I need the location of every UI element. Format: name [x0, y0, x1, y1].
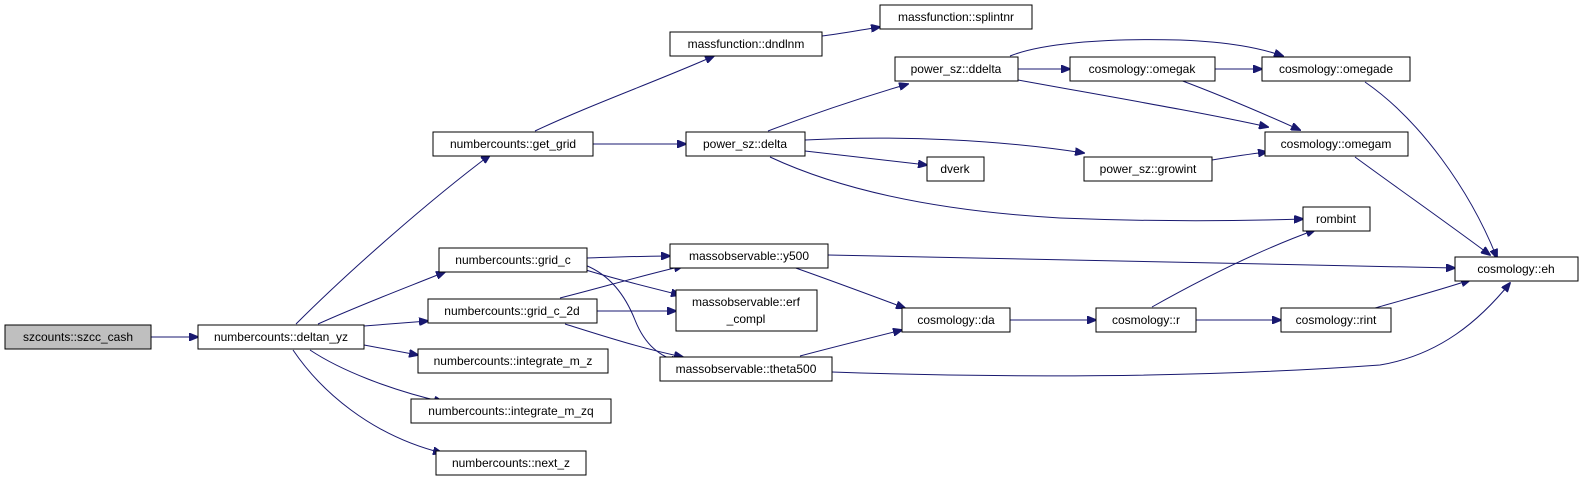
edge-ddelta-omegam — [1017, 79, 1268, 127]
edge-grid_c-y500 — [586, 256, 670, 258]
node-label: rombint — [1316, 212, 1357, 226]
node-label: numbercounts::grid_c — [455, 253, 570, 267]
edge-growint-omegam — [1211, 152, 1267, 161]
node-omegak[interactable]: cosmology::omegak — [1069, 56, 1216, 82]
node-label: cosmology::omegak — [1089, 62, 1197, 76]
edge-y500-da — [789, 265, 905, 308]
node-splintnr[interactable]: massfunction::splintnr — [879, 4, 1033, 30]
node-label: cosmology::omegam — [1281, 137, 1392, 151]
node-szcc_cash[interactable]: szcounts::szcc_cash — [4, 324, 152, 350]
edge-dndlnm-splintnr — [821, 27, 880, 37]
node-dndlnm[interactable]: massfunction::dndlnm — [669, 31, 823, 57]
edge-deltan_yz-grid_c_2d — [363, 321, 428, 327]
edge-theta500-eh — [831, 283, 1510, 377]
node-integrate_m_z[interactable]: numbercounts::integrate_m_z — [417, 348, 609, 374]
node-label: massobservable::theta500 — [676, 362, 817, 376]
node-erf_compl[interactable]: massobservable::erf _compl — [675, 289, 818, 332]
node-r[interactable]: cosmology::r — [1095, 307, 1197, 333]
node-label: massobservable::y500 — [689, 249, 809, 263]
edge-theta500-da — [799, 330, 902, 357]
edge-omegade-eh — [1364, 81, 1497, 258]
node-label-line2: _compl — [726, 312, 766, 326]
node-label: numbercounts::deltan_yz — [214, 330, 348, 344]
node-da[interactable]: cosmology::da — [901, 307, 1011, 333]
node-rint[interactable]: cosmology::rint — [1280, 307, 1392, 333]
node-omegam[interactable]: cosmology::omegam — [1264, 131, 1409, 157]
edge-delta-growint — [804, 137, 1084, 153]
node-label: numbercounts::integrate_m_z — [434, 354, 593, 368]
edges — [151, 27, 1510, 453]
edge-deltan_yz-get_grid — [295, 155, 490, 325]
node-deltan_yz[interactable]: numbercounts::deltan_yz — [197, 324, 365, 350]
node-next_z[interactable]: numbercounts::next_z — [435, 450, 587, 476]
edge-deltan_yz-grid_c — [317, 272, 445, 325]
node-label: cosmology::r — [1112, 313, 1180, 327]
node-growint[interactable]: power_sz::growint — [1083, 156, 1213, 182]
node-ddelta[interactable]: power_sz::ddelta — [894, 56, 1019, 82]
node-get_grid[interactable]: numbercounts::get_grid — [432, 131, 594, 157]
edge-y500-eh — [827, 254, 1455, 268]
edge-deltan_yz-integrate_m_zq — [309, 349, 443, 402]
node-label: dverk — [940, 162, 970, 176]
edge-rint-eh — [1374, 280, 1470, 309]
edge-r-rombint — [1151, 230, 1315, 308]
node-rombint[interactable]: rombint — [1302, 206, 1371, 232]
node-dverk[interactable]: dverk — [926, 156, 985, 182]
edge-grid_c_2d-theta500 — [564, 323, 683, 357]
edge-get_grid-dndlnm — [534, 56, 714, 132]
node-label: szcounts::szcc_cash — [23, 330, 133, 344]
edge-deltan_yz-integrate_m_z — [363, 344, 418, 355]
node-grid_c[interactable]: numbercounts::grid_c — [438, 247, 588, 273]
edge-deltan_yz-next_z — [292, 349, 442, 453]
node-eh[interactable]: cosmology::eh — [1454, 256, 1579, 282]
edge-delta-rombint — [769, 156, 1303, 221]
node-label: power_sz::growint — [1100, 162, 1197, 176]
node-label: cosmology::rint — [1296, 313, 1377, 327]
edge-grid_c-theta500 — [584, 264, 680, 362]
node-label: numbercounts::next_z — [452, 456, 570, 470]
node-label: cosmology::eh — [1477, 262, 1554, 276]
edge-omegak-omegam — [1179, 79, 1300, 130]
edge-omegam-eh — [1354, 156, 1490, 255]
node-integrate_m_zq[interactable]: numbercounts::integrate_m_zq — [410, 398, 612, 424]
node-label: numbercounts::integrate_m_zq — [428, 404, 593, 418]
node-y500[interactable]: massobservable::y500 — [669, 243, 829, 269]
edge-ddelta-omegade — [1009, 39, 1283, 56]
node-label: cosmology::da — [917, 313, 995, 327]
edge-delta-dverk — [804, 150, 927, 165]
node-label: cosmology::omegade — [1279, 62, 1393, 76]
node-label: numbercounts::get_grid — [450, 137, 576, 151]
node-label: power_sz::ddelta — [911, 62, 1002, 76]
node-theta500[interactable]: massobservable::theta500 — [659, 356, 833, 382]
node-grid_c_2d[interactable]: numbercounts::grid_c_2d — [427, 298, 598, 324]
edge-grid_c_2d-y500 — [559, 266, 683, 299]
nodes: szcounts::szcc_cash numbercounts::deltan… — [4, 4, 1579, 476]
node-label: power_sz::delta — [703, 137, 787, 151]
node-label: numbercounts::grid_c_2d — [444, 304, 579, 318]
node-label: massfunction::dndlnm — [688, 37, 805, 51]
node-delta[interactable]: power_sz::delta — [685, 131, 806, 157]
node-omegade[interactable]: cosmology::omegade — [1261, 56, 1411, 82]
node-label: massfunction::splintnr — [898, 10, 1014, 24]
edge-delta-ddelta — [767, 84, 908, 132]
node-label-line1: massobservable::erf — [692, 295, 801, 309]
